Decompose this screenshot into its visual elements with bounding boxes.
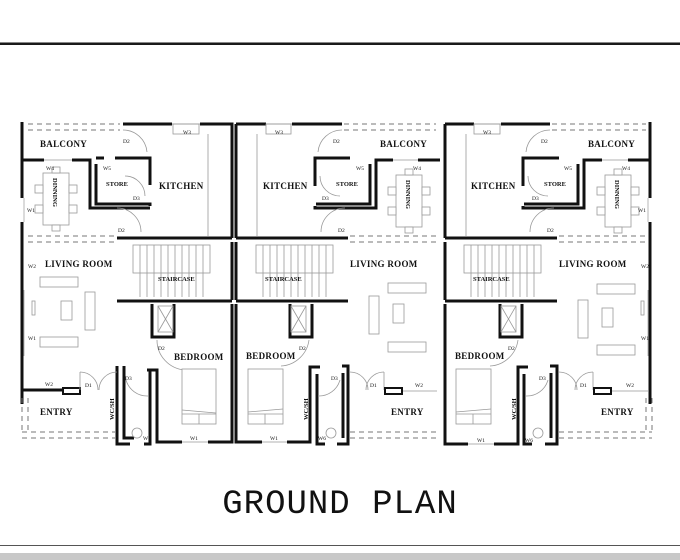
dining-table	[596, 168, 640, 234]
unit-3	[443, 122, 653, 446]
door-tag: D1	[370, 383, 377, 389]
door-tag: D2	[508, 346, 515, 352]
dining-table	[387, 168, 431, 234]
living-furniture	[368, 282, 427, 353]
room-label-balcony: BALCONY	[588, 139, 635, 149]
room-label-store: STORE	[544, 181, 566, 188]
door-tag: D1	[85, 383, 92, 389]
window-tag: W6	[318, 436, 326, 442]
door-tag: D2	[118, 228, 125, 234]
window-tag: W4	[46, 166, 54, 172]
door-tag: D2	[338, 228, 345, 234]
window-tag: W2	[626, 383, 634, 389]
window-tag: W4	[413, 166, 421, 172]
room-label-dining: DINNING	[613, 180, 620, 209]
bed	[181, 368, 217, 425]
unit-2	[234, 122, 440, 446]
door-tag: D2	[158, 346, 165, 352]
door-tag: D2	[541, 139, 548, 145]
window-tag: W5	[356, 166, 364, 172]
dining-table	[34, 166, 78, 232]
room-label-entry: ENTRY	[391, 407, 424, 417]
room-label-store: STORE	[336, 181, 358, 188]
door-tag: D3	[125, 376, 132, 382]
bed	[247, 368, 284, 425]
staircase-steps	[463, 244, 542, 297]
door-tag: D1	[580, 383, 587, 389]
room-label-wc: WC/SH	[303, 398, 310, 420]
living-furniture	[577, 283, 645, 356]
door-tag: D3	[133, 196, 140, 202]
window-tag: W6	[143, 436, 151, 442]
staircase-steps	[132, 244, 211, 297]
door-tag: D2	[123, 139, 130, 145]
window-tag: W1	[638, 208, 646, 214]
room-label-staircase: STAIRCASE	[158, 276, 195, 283]
living-furniture	[31, 276, 96, 348]
room-label-staircase: STAIRCASE	[265, 276, 302, 283]
room-label-bedroom: BEDROOM	[455, 351, 505, 361]
window-tag: W1	[270, 436, 278, 442]
window-tag: W5	[103, 166, 111, 172]
door-tag: D3	[532, 196, 539, 202]
room-label-store: STORE	[106, 181, 128, 188]
room-label-bedroom: BEDROOM	[174, 352, 224, 362]
room-label-balcony: BALCONY	[380, 139, 427, 149]
window-tag: W6	[525, 438, 533, 444]
room-label-kitchen: KITCHEN	[263, 181, 308, 191]
window-tag: W1	[641, 336, 649, 342]
drawing-title: GROUND PLAN	[222, 486, 458, 524]
top-border-line	[0, 42, 680, 45]
room-label-entry: ENTRY	[40, 407, 73, 417]
room-label-kitchen: KITCHEN	[159, 181, 204, 191]
window-tag: W2	[28, 264, 36, 270]
room-label-kitchen: KITCHEN	[471, 181, 516, 191]
window-tag: W2	[45, 382, 53, 388]
door-tag: D3	[322, 196, 329, 202]
door-tag: D3	[539, 376, 546, 382]
window-tag: W1	[477, 438, 485, 444]
staircase-steps	[255, 244, 334, 297]
bottom-band	[0, 553, 680, 560]
door-tag: D3	[331, 376, 338, 382]
window-tag: W1	[28, 336, 36, 342]
room-label-bedroom: BEDROOM	[246, 351, 296, 361]
bed	[455, 368, 492, 425]
room-label-living-room: LIVING ROOM	[45, 259, 113, 269]
door-tag: D2	[547, 228, 554, 234]
window-tag: W3	[183, 130, 191, 136]
window-tag: W2	[641, 264, 649, 270]
window-tag: W1	[27, 208, 35, 214]
room-label-balcony: BALCONY	[40, 139, 87, 149]
door-tag: D2	[333, 139, 340, 145]
bottom-border-line	[0, 545, 680, 546]
room-label-staircase: STAIRCASE	[473, 276, 510, 283]
window-tag: W5	[564, 166, 572, 172]
room-label-dining: DINNING	[51, 178, 58, 207]
window-tag: W2	[415, 383, 423, 389]
room-label-wc: WC/SH	[511, 398, 518, 420]
room-label-living-room: LIVING ROOM	[559, 259, 627, 269]
window-tag: W1	[190, 436, 198, 442]
room-label-entry: ENTRY	[601, 407, 634, 417]
window-tag: W3	[275, 130, 283, 136]
door-tag: D2	[299, 346, 306, 352]
window-tag: W3	[483, 130, 491, 136]
room-label-wc: WC/SH	[109, 398, 116, 420]
room-label-living-room: LIVING ROOM	[350, 259, 418, 269]
room-label-dining: DINNING	[404, 180, 411, 209]
unit-1	[20, 122, 234, 446]
window-tag: W4	[622, 166, 630, 172]
